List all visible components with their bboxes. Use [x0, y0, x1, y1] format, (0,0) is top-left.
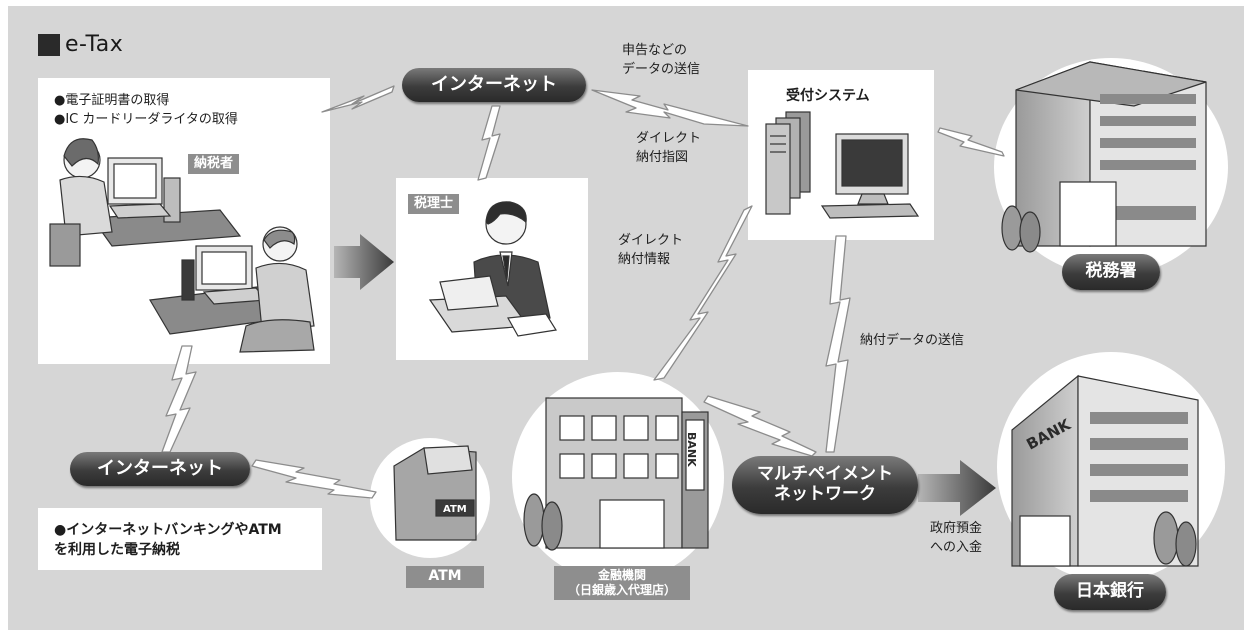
label-direct-order: ダイレクト 納付指図 — [636, 131, 702, 165]
multi-payment-network-pill: マルチペイメント ネットワーク — [732, 456, 918, 514]
bolt-taxpayer-internet — [321, 85, 395, 113]
bolt-reception-multipayment — [825, 235, 851, 453]
financial-institution-tag: 金融機関 （日銀歳入代理店） — [554, 566, 690, 600]
label-send-data: 申告などの データの送信 — [622, 43, 701, 77]
atm-tag: ATM — [406, 566, 484, 588]
label-govt-deposit: 政府預金 への入金 — [930, 521, 983, 555]
internet-banking-note-card — [38, 508, 322, 570]
diagram-title: e-Tax — [38, 32, 123, 57]
label-direct-info: ダイレクト 納付情報 — [618, 233, 684, 267]
tax-accountant-tag: 税理士 — [408, 194, 460, 215]
atm-screen-label: ATM — [443, 504, 467, 515]
reception-system-title: 受付システム — [786, 88, 870, 104]
bank-sign: BANK — [685, 432, 698, 467]
tax-office-pill: 税務署 — [1062, 254, 1160, 290]
bolt-internet-atm — [251, 459, 377, 499]
note-digital-certificate: ●電子証明書の取得 — [54, 93, 170, 108]
bolt-reception-financial — [653, 205, 753, 381]
taxpayer-notes: ●電子証明書の取得 ●IC カードリーダライタの取得 — [54, 92, 238, 130]
atm-illustration: ATM — [393, 445, 477, 541]
taxpayer-illustration — [49, 138, 315, 353]
bolt-reception-taxoffice — [937, 127, 1005, 157]
label-payment-data: 納付データの送信 — [860, 333, 965, 348]
bolt-financial-multipayment — [703, 395, 817, 457]
note-ic-card-reader: ●IC カードリーダライタの取得 — [54, 111, 238, 127]
internet-pill-top: インターネット — [402, 68, 586, 102]
tax-office-illustration — [1001, 61, 1207, 253]
bolt-taxpayer-internet-bottom — [161, 345, 197, 453]
financial-institution-illustration: BANK — [523, 397, 709, 551]
bolt-internet-reception — [591, 89, 749, 127]
arrow-multipayment-to-boj — [918, 460, 996, 516]
reception-system-illustration — [765, 111, 920, 219]
internet-banking-note: ●インターネットバンキングやATM を利用した電子納税 — [54, 522, 282, 559]
title-square-icon — [38, 33, 60, 56]
internet-pill-bottom: インターネット — [70, 452, 250, 486]
bolt-internet-accountant — [477, 105, 501, 181]
taxpayer-tag: 納税者 — [188, 154, 240, 175]
boj-illustration: BANK — [1011, 374, 1199, 567]
bank-of-japan-pill: 日本銀行 — [1054, 574, 1166, 610]
tax-accountant-illustration — [428, 201, 557, 337]
arrow-taxpayer-to-accountant — [334, 234, 394, 290]
